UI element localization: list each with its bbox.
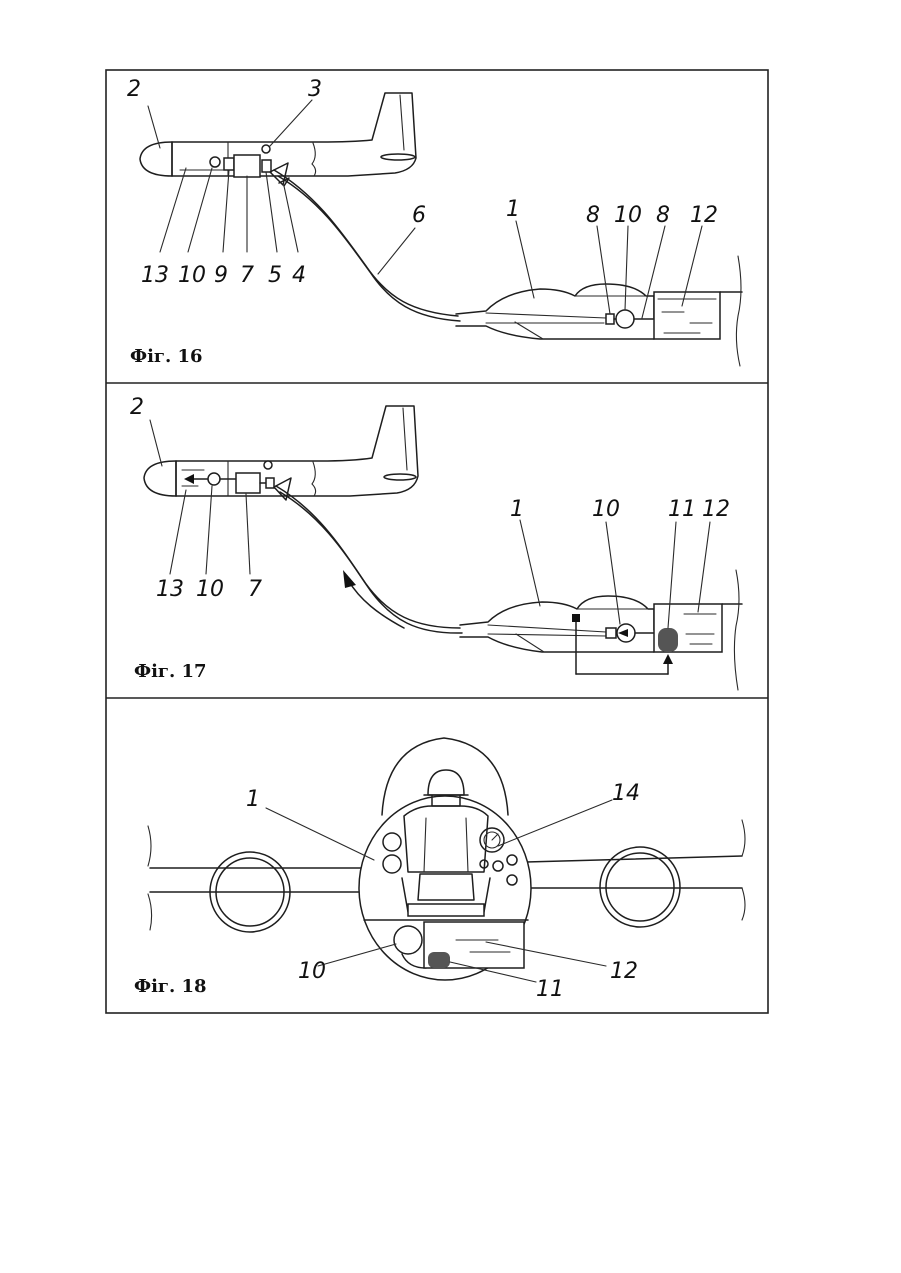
fuel-flow-arrow bbox=[348, 580, 404, 628]
label-7: 7 bbox=[248, 577, 262, 602]
figure-caption: Фіг. 18 bbox=[134, 976, 207, 997]
label-4: 4 bbox=[292, 263, 306, 288]
label-14: 14 bbox=[612, 781, 640, 806]
label-13: 13 bbox=[141, 263, 169, 288]
label-8: 8 bbox=[656, 203, 670, 228]
refuel-hose bbox=[278, 176, 460, 321]
wing-right bbox=[526, 856, 742, 888]
label-12: 12 bbox=[702, 497, 730, 522]
figure-caption: Фіг. 16 bbox=[130, 346, 203, 367]
label-10: 10 bbox=[298, 959, 326, 984]
label-2: 2 bbox=[130, 395, 144, 420]
refuel-hose bbox=[280, 492, 462, 633]
label-7: 7 bbox=[240, 263, 254, 288]
label-1: 1 bbox=[506, 197, 520, 222]
label-10: 10 bbox=[178, 263, 206, 288]
figure-16: 2 3 13 10 9 7 5 4 6 1 8 10 8 12 Фіг. 16 bbox=[127, 77, 742, 367]
label-1: 1 bbox=[510, 497, 524, 522]
label-3: 3 bbox=[308, 77, 322, 102]
label-13: 13 bbox=[156, 577, 184, 602]
label-8: 8 bbox=[586, 203, 600, 228]
wing-left bbox=[150, 868, 364, 892]
label-12: 12 bbox=[610, 959, 638, 984]
figure-17: 2 13 10 7 1 10 11 12 Фіг. 17 bbox=[130, 395, 742, 690]
receiver-aircraft bbox=[460, 570, 742, 690]
label-1: 1 bbox=[246, 787, 260, 812]
figure-caption: Фіг. 17 bbox=[134, 661, 207, 682]
pump bbox=[394, 926, 422, 954]
refuel-hose bbox=[276, 486, 460, 628]
label-10: 10 bbox=[592, 497, 620, 522]
label-12: 12 bbox=[690, 203, 718, 228]
receiver-aircraft bbox=[456, 256, 742, 366]
label-11: 11 bbox=[536, 977, 564, 1002]
label-2: 2 bbox=[127, 77, 141, 102]
figure-18: 1 14 10 12 11 Фіг. 18 bbox=[134, 738, 745, 1002]
label-9: 9 bbox=[214, 263, 228, 288]
label-11: 11 bbox=[668, 497, 696, 522]
label-10: 10 bbox=[196, 577, 224, 602]
label-5: 5 bbox=[268, 263, 282, 288]
label-6: 6 bbox=[412, 203, 426, 228]
valve bbox=[428, 952, 450, 968]
tanker-aircraft bbox=[144, 406, 418, 500]
label-10: 10 bbox=[614, 203, 642, 228]
